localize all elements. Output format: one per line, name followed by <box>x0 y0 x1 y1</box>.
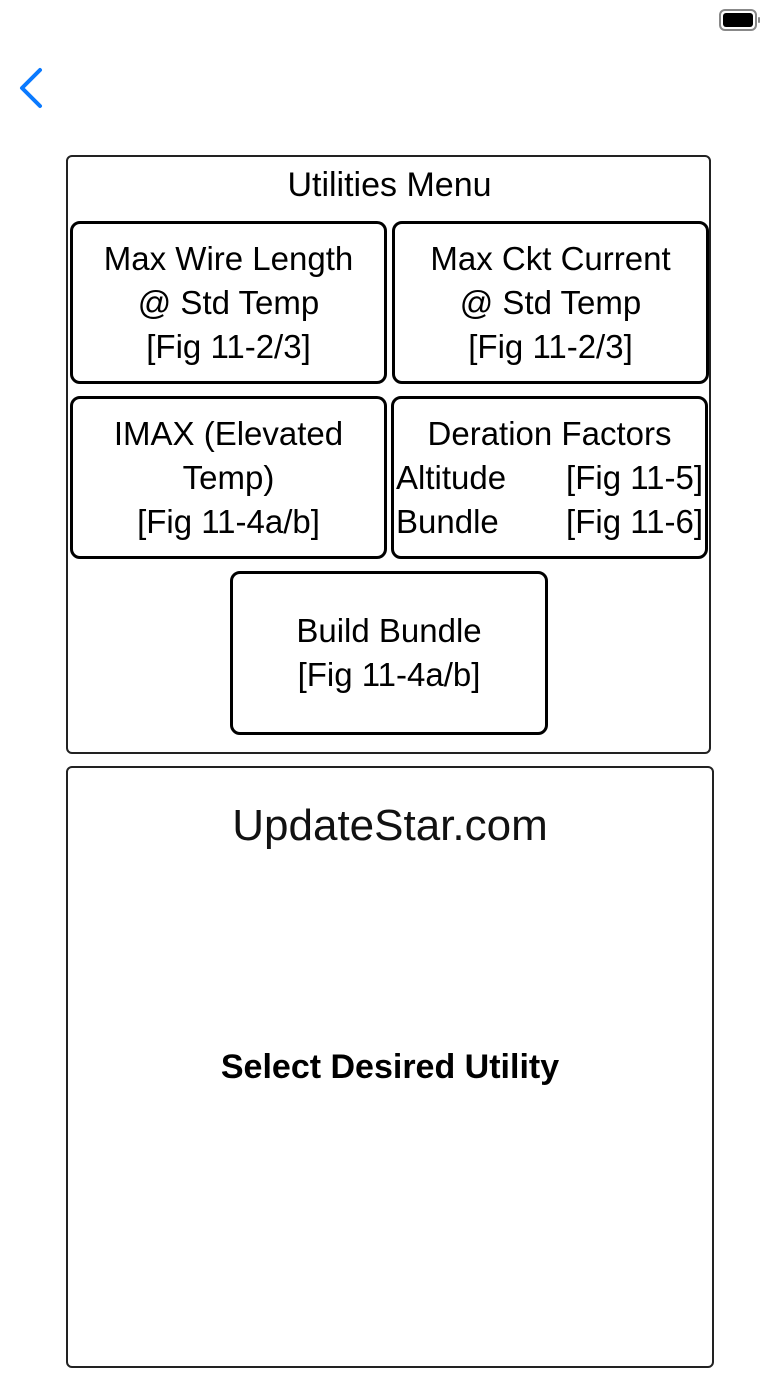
button-label: [Fig 11-6] <box>566 502 703 540</box>
button-label: [Fig 11-4a/b] <box>137 502 320 540</box>
menu-title: Utilities Menu <box>287 166 492 204</box>
button-label: [Fig 11-2/3] <box>146 327 311 365</box>
button-label: Deration Factors <box>427 414 672 452</box>
button-label: Altitude <box>396 458 507 496</box>
button-label: Temp) <box>182 458 275 496</box>
max-ckt-current-button[interactable]: Max Ckt Current @ Std Temp [Fig 11-2/3] <box>392 221 709 384</box>
result-placeholder-text: Select Desired Utility <box>220 1047 560 1086</box>
utilities-menu-panel <box>66 155 711 754</box>
button-label: Bundle <box>396 502 499 540</box>
button-label: @ Std Temp <box>137 283 320 321</box>
imax-elevated-temp-button[interactable]: IMAX (Elevated Temp) [Fig 11-4a/b] <box>70 396 387 559</box>
build-bundle-button[interactable]: Build Bundle [Fig 11-4a/b] <box>230 571 548 735</box>
button-label: [Fig 11-5] <box>566 458 703 496</box>
bundle-row: Bundle [Fig 11-6] <box>394 500 705 544</box>
back-chevron-icon[interactable] <box>16 66 46 110</box>
deration-factors-button[interactable]: Deration Factors Altitude [Fig 11-5] Bun… <box>391 396 708 559</box>
button-label: Max Wire Length <box>103 239 354 277</box>
button-label: Build Bundle <box>296 612 482 649</box>
button-label: IMAX (Elevated <box>113 414 344 452</box>
result-panel: Select Desired Utility <box>66 766 714 1368</box>
button-label: @ Std Temp <box>459 283 642 321</box>
battery-icon <box>719 9 760 31</box>
button-label: [Fig 11-2/3] <box>468 327 633 365</box>
button-label: [Fig 11-4a/b] <box>297 656 481 693</box>
altitude-row: Altitude [Fig 11-5] <box>394 456 705 500</box>
max-wire-length-button[interactable]: Max Wire Length @ Std Temp [Fig 11-2/3] <box>70 221 387 384</box>
button-label: Max Ckt Current <box>430 239 671 277</box>
